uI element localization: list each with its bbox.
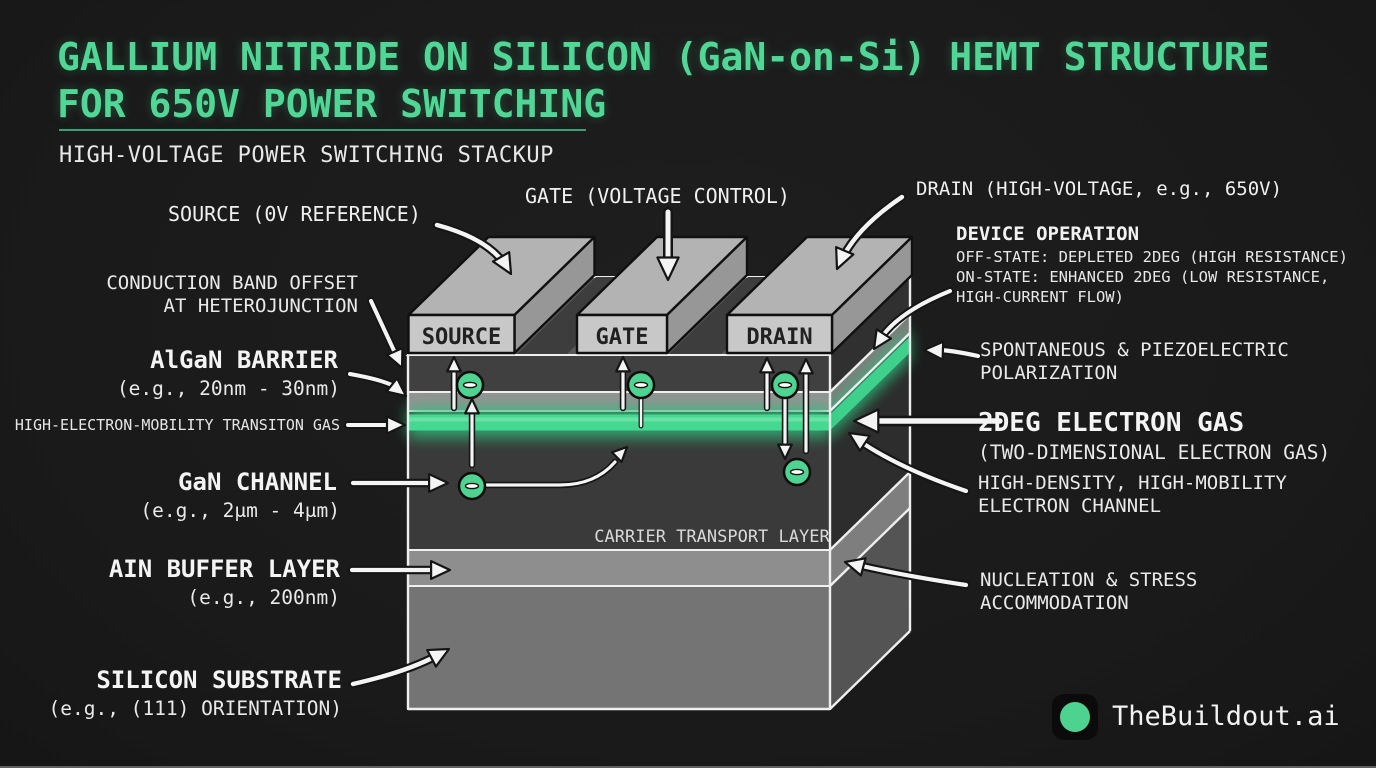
buffer-layer [407,549,831,587]
brand-name: TheBuildout.ai [1112,701,1340,732]
page-title-line1: GALLIUM NITRIDE ON SILICON (GaN-on-Si) H… [57,35,1270,79]
arrow-head [852,408,880,434]
polarization-label: SPONTANEOUS & PIEZOELECTRIC POLARIZATION [980,339,1289,384]
twodeg-sublabel: (TWO-DIMENSIONAL ELECTRON GAS) [978,441,1331,464]
device-operation-title: DEVICE OPERATION [956,223,1140,245]
gan-channel-sublabel: (e.g., 2μm - 4μm) [140,499,340,522]
arrow-head [464,397,480,415]
buffer-layer-sublabel: (e.g., 200nm) [187,586,340,609]
arrow-head [385,415,407,435]
electron-icon [782,457,812,487]
arrow-head [428,472,450,494]
brand-logo-icon [1052,694,1098,740]
arrow-head [835,246,855,271]
source-block: SOURCE [407,235,596,355]
arrow-head [385,377,408,398]
source-terminal-label: SOURCE (0V REFERENCE) [168,202,421,226]
arrows [344,192,1006,689]
electron-channel-label: HIGH-DENSITY, HIGH-MOBILITY ELECTRON CHA… [978,472,1287,517]
arrow-head [798,357,814,375]
device-operation-line: ON-STATE: ENHANCED 2DEG (LOW RESISTANCE, [956,268,1330,286]
nucleation-label: NUCLEATION & STRESS ACCOMMODATION [980,569,1198,614]
gate-block: GATE [575,235,749,355]
electrons [455,370,812,501]
conduction-band-label: CONDUCTION BAND OFFSET AT HETEROJUNCTION [106,272,358,317]
arrow-head [759,356,775,374]
buffer-layer-label: AIN BUFFER LAYER [108,555,340,583]
page-subtitle: HIGH-VOLTAGE POWER SWITCHING STACKUP [59,143,554,168]
twodeg-label: 2DEG ELECTRON GAS [978,408,1245,438]
arrow-head [847,431,871,452]
arrow-head [430,559,452,581]
hemt-gas-label: HIGH-ELECTRON-MOBILITY TRANSITON GAS [14,416,340,434]
electron-icon [770,370,800,400]
electron-icon [626,370,656,400]
gan-channel-label: GaN CHANNEL [178,468,337,496]
substrate-label: SILICON SUBSTRATE [96,666,342,694]
arrow-head [446,355,462,373]
device-operation-line: HIGH-CURRENT FLOW) [956,288,1124,306]
substrate-layer [407,585,831,710]
gate-terminal-label: GATE (VOLTAGE CONTROL) [525,184,790,208]
electron-icon [457,471,487,501]
bottom-hairline [0,766,1376,768]
title-underline [59,129,586,131]
arrow-head [843,557,867,577]
arrow-head [656,256,680,282]
arrow-head [385,346,404,370]
algan-barrier-sublabel: (e.g., 20nm - 30nm) [116,377,340,400]
drain-block: DRAIN [725,235,914,355]
algan-barrier-label: AlGaN BARRIER [150,346,338,374]
device-operation-line: OFF-STATE: DEPLETED 2DEG (HIGH RESISTANC… [956,248,1348,266]
arrow-head [491,251,513,276]
page-title: GALLIUM NITRIDE ON SILICON (GaN-on-Si) H… [57,34,1270,128]
arrow-head [777,443,793,461]
arrow-head [615,355,631,373]
substrate-sublabel: (e.g., (111) ORIENTATION) [48,697,343,720]
source-block-label: SOURCE [422,325,501,350]
arrow-head [610,445,629,464]
drain-block-label: DRAIN [746,325,812,350]
gate-block-label: GATE [596,325,649,350]
arrow-head [922,340,945,361]
page-title-line2: FOR 650V POWER SWITCHING [57,82,607,126]
brand-logo-dot-icon [1060,702,1090,732]
arrow-head [872,328,893,351]
carrier-layer-label: CARRIER TRANSPORT LAYER [594,527,830,547]
2deg-stripe-side [830,336,910,431]
arrow-head [426,647,451,668]
drain-terminal-label: DRAIN (HIGH-VOLTAGE, e.g., 650V) [916,178,1283,200]
electron-icon [455,370,485,400]
